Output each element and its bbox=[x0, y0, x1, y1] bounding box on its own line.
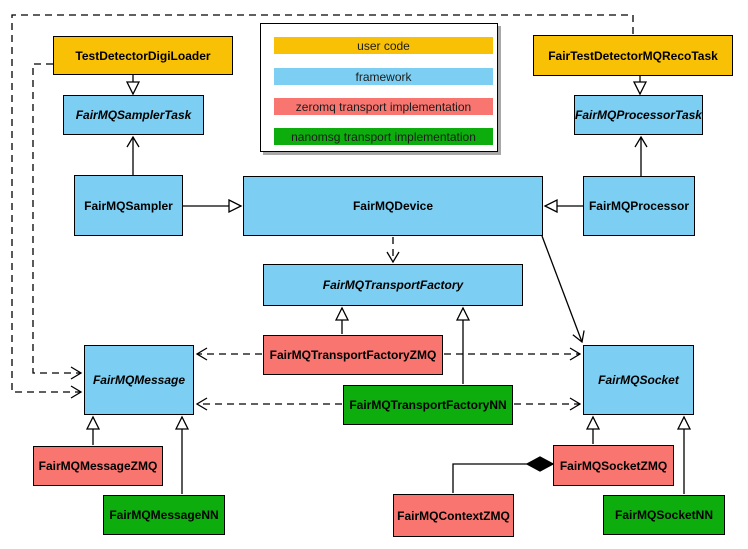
class-box-fairtestdetectormqrecotask: FairTestDetectorMQRecoTask bbox=[533, 35, 733, 76]
class-box-fairmqsocket: FairMQSocket bbox=[583, 345, 694, 415]
class-box-fairmqsamplertask: FairMQSamplerTask bbox=[63, 95, 204, 135]
class-box-fairmqmessagezmq: FairMQMessageZMQ bbox=[33, 446, 163, 486]
edge-recotask-message bbox=[11, 14, 634, 399]
composition-diamond-icon bbox=[525, 456, 555, 472]
class-box-fairmqdevice: FairMQDevice bbox=[243, 176, 543, 236]
class-box-fairmqsampler: FairMQSampler bbox=[74, 175, 183, 236]
edge-contextzmq-socketzmq bbox=[452, 463, 527, 493]
class-box-fairmqtransportfactory: FairMQTransportFactory bbox=[263, 264, 523, 306]
class-box-fairmqprocessor: FairMQProcessor bbox=[583, 176, 695, 236]
class-box-testdetectordigiloader: TestDetectorDigiLoader bbox=[53, 36, 233, 75]
class-box-fairmqsocketnn: FairMQSocketNN bbox=[603, 495, 725, 535]
class-box-fairmqsocketzmq: FairMQSocketZMQ bbox=[553, 445, 674, 486]
legend-item-user-code: user code bbox=[274, 37, 493, 54]
class-box-fairmqprocessortask: FairMQProcessorTask bbox=[574, 95, 703, 135]
legend-item-nanomsg: nanomsg transport implementation bbox=[274, 128, 493, 145]
edge-device-socket bbox=[541, 235, 585, 344]
legend-box: user code framework zeromq transport imp… bbox=[260, 23, 498, 152]
class-box-fairmqmessagenn: FairMQMessageNN bbox=[103, 495, 225, 535]
class-box-fairmqcontextzmq: FairMQContextZMQ bbox=[393, 494, 514, 537]
legend-item-zeromq: zeromq transport implementation bbox=[274, 98, 493, 115]
class-box-fairmqtransportfactorynn: FairMQTransportFactoryNN bbox=[343, 385, 513, 425]
class-box-fairmqmessage: FairMQMessage bbox=[84, 345, 194, 415]
legend-item-framework: framework bbox=[274, 68, 493, 85]
edge-digiloader-message bbox=[32, 63, 83, 380]
class-box-fairmqtransportfactoryzmq: FairMQTransportFactoryZMQ bbox=[263, 335, 443, 375]
